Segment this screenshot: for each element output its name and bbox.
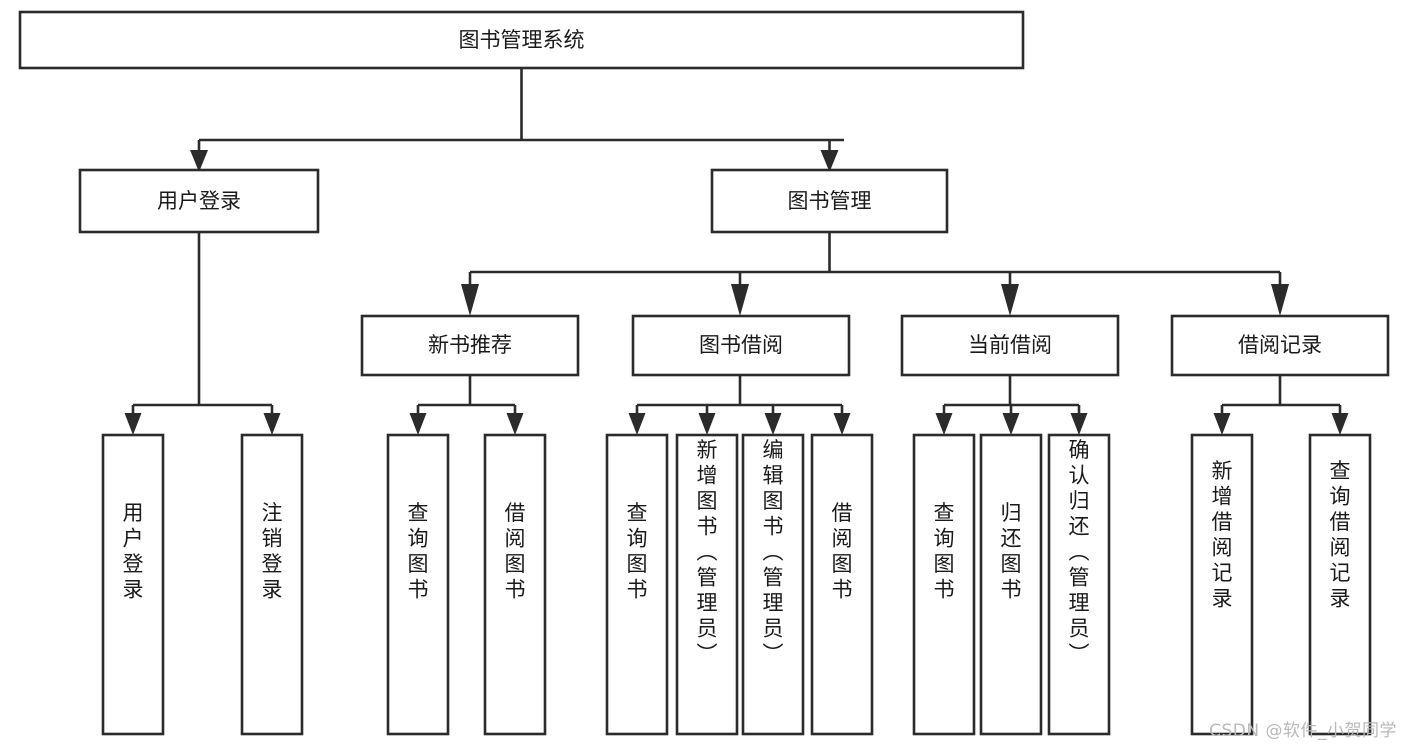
node-borrow-label: 图书借阅: [699, 333, 783, 357]
arrow-head-current: [1001, 284, 1019, 316]
node-leaf4-box[interactable]: [483, 433, 547, 736]
node-root-label: 图书管理系统: [459, 28, 585, 52]
node-leaf12-box[interactable]: [1190, 433, 1254, 736]
node-current-box[interactable]: [900, 314, 1120, 377]
node-leaf9[interactable]: 查询图书: [912, 433, 976, 736]
arrow-head-leaf10: [1002, 413, 1020, 435]
node-records[interactable]: 借阅记录: [1170, 314, 1390, 377]
arrow-head-bookmgmt: [820, 150, 839, 172]
node-leaf10-box[interactable]: [979, 433, 1043, 736]
arrow-head-leaf5: [628, 413, 646, 435]
node-leaf2-box[interactable]: [240, 433, 304, 736]
node-root[interactable]: 图书管理系统: [18, 10, 1025, 70]
arrow-head-leaf13: [1331, 413, 1349, 435]
node-leaf2-label: 注销登录: [262, 501, 283, 602]
arrow-head-leaf4: [506, 413, 524, 435]
node-current-label: 当前借阅: [968, 333, 1052, 357]
arrow-head-leaf9: [935, 413, 953, 435]
node-newbook-label: 新书推荐: [428, 333, 512, 357]
arrow-head-leaf12: [1213, 413, 1231, 435]
node-newbook[interactable]: 新书推荐: [360, 314, 580, 377]
node-leaf8-label: 借阅图书: [832, 501, 853, 602]
node-leaf10-label: 归还图书: [1001, 501, 1022, 602]
node-leaf2[interactable]: 注销登录: [240, 433, 304, 736]
arrow-head-leaf6: [698, 413, 716, 435]
node-borrow[interactable]: 图书借阅: [631, 314, 851, 377]
node-leaf6-box[interactable]: [675, 433, 739, 736]
arrow-head-leaf7: [764, 413, 782, 435]
arrow-head-leaf3: [409, 413, 427, 435]
node-leaf7[interactable]: 编辑图书︵管理员︶: [741, 433, 805, 736]
csdn-watermark: CSDN @软件_小贺同学: [1209, 721, 1397, 741]
node-leaf10[interactable]: 归还图书: [979, 433, 1043, 736]
node-leaf5[interactable]: 查询图书: [605, 433, 669, 736]
node-leaf13-label: 查询借阅记录: [1330, 459, 1351, 611]
node-login[interactable]: 用户登录: [78, 168, 320, 234]
arrow-head-borrow: [731, 284, 749, 316]
node-leaf8-box[interactable]: [810, 433, 874, 736]
node-records-box[interactable]: [1170, 314, 1390, 377]
node-leaf6[interactable]: 新增图书︵管理员︶: [675, 433, 739, 736]
node-current[interactable]: 当前借阅: [900, 314, 1120, 377]
arrow-head-records: [1271, 284, 1289, 316]
arrow-head-leaf8: [833, 413, 851, 435]
arrow-head-login: [190, 150, 208, 172]
node-leaf5-label: 查询图书: [627, 501, 648, 602]
node-leaf11[interactable]: 确认归还︵管理员︶: [1047, 433, 1111, 736]
node-leaf13[interactable]: 查询借阅记录: [1308, 433, 1372, 736]
node-leaf5-box[interactable]: [605, 433, 669, 736]
node-bookmgmt[interactable]: 图书管理: [710, 168, 949, 234]
node-leaf9-box[interactable]: [912, 433, 976, 736]
node-login-box[interactable]: [78, 168, 320, 234]
connector-layer: [124, 68, 1349, 435]
node-leaf1-label: 用户登录: [123, 501, 144, 602]
node-leaf12[interactable]: 新增借阅记录: [1190, 433, 1254, 736]
node-leaf9-label: 查询图书: [934, 501, 955, 602]
node-leaf1-box[interactable]: [101, 433, 165, 736]
node-newbook-box[interactable]: [360, 314, 580, 377]
node-leaf4[interactable]: 借阅图书: [483, 433, 547, 736]
node-leaf4-label: 借阅图书: [505, 501, 526, 602]
node-leaf11-label: 确认归还︵管理员︶: [1069, 438, 1090, 666]
arrow-head-newbook: [461, 284, 479, 316]
node-leaf8[interactable]: 借阅图书: [810, 433, 874, 736]
node-leaf7-box[interactable]: [741, 433, 805, 736]
node-root-box[interactable]: [18, 10, 1025, 70]
node-bookmgmt-box[interactable]: [710, 168, 949, 234]
node-leaf13-box[interactable]: [1308, 433, 1372, 736]
node-bookmgmt-label: 图书管理: [788, 189, 872, 213]
node-borrow-box[interactable]: [631, 314, 851, 377]
arrow-head-leaf11: [1070, 413, 1088, 435]
arrow-head-leaf1: [124, 413, 142, 435]
node-login-label: 用户登录: [157, 189, 241, 213]
node-leaf1[interactable]: 用户登录: [101, 433, 165, 736]
node-leaf11-box[interactable]: [1047, 433, 1111, 736]
node-leaf12-label: 新增借阅记录: [1212, 459, 1233, 611]
arrow-head-leaf2: [263, 413, 281, 435]
leaf-nodes-layer: 用户登录 注销登录 查询图书 借阅图书 查询图书 新增图书︵管理员︶: [101, 433, 1372, 736]
node-leaf3-box[interactable]: [386, 433, 450, 736]
node-leaf7-label: 编辑图书︵管理员︶: [763, 438, 784, 666]
node-leaf3[interactable]: 查询图书: [386, 433, 450, 736]
node-leaf3-label: 查询图书: [408, 501, 429, 602]
node-leaf6-label: 新增图书︵管理员︶: [697, 438, 718, 666]
node-records-label: 借阅记录: [1238, 333, 1322, 357]
